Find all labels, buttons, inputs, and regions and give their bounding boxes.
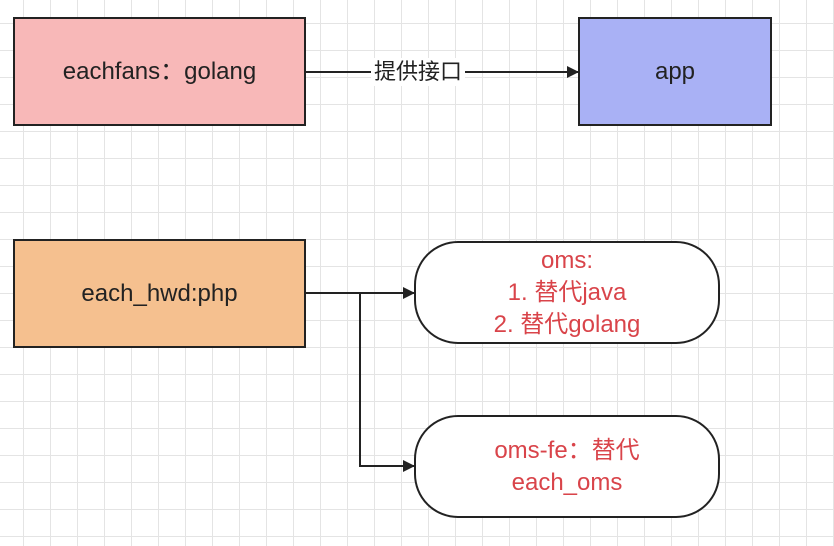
node-oms-line-3: 2. 替代golang [493, 310, 641, 338]
node-eachfans[interactable]: eachfans：golang [13, 17, 306, 126]
node-each-hwd[interactable]: each_hwd:php [13, 239, 306, 348]
node-eachfans-label: eachfans：golang [62, 57, 257, 85]
edge-each-hwd-to-oms-fe [359, 293, 415, 472]
node-oms[interactable]: oms: 1. 替代java 2. 替代golang [414, 241, 720, 344]
node-oms-fe-line-2: each_oms [511, 468, 623, 496]
node-oms-line-2: 1. 替代java [507, 278, 627, 306]
node-oms-fe-line-1: oms-fe：替代 [494, 436, 640, 464]
node-oms-fe[interactable]: oms-fe：替代 each_oms [414, 415, 720, 518]
node-app[interactable]: app [578, 17, 772, 126]
node-oms-line-1: oms: [540, 246, 593, 274]
edge-label-provide-interface: 提供接口 [371, 58, 466, 86]
node-app-label: app [654, 57, 696, 85]
node-each-hwd-label: each_hwd:php [81, 279, 238, 307]
